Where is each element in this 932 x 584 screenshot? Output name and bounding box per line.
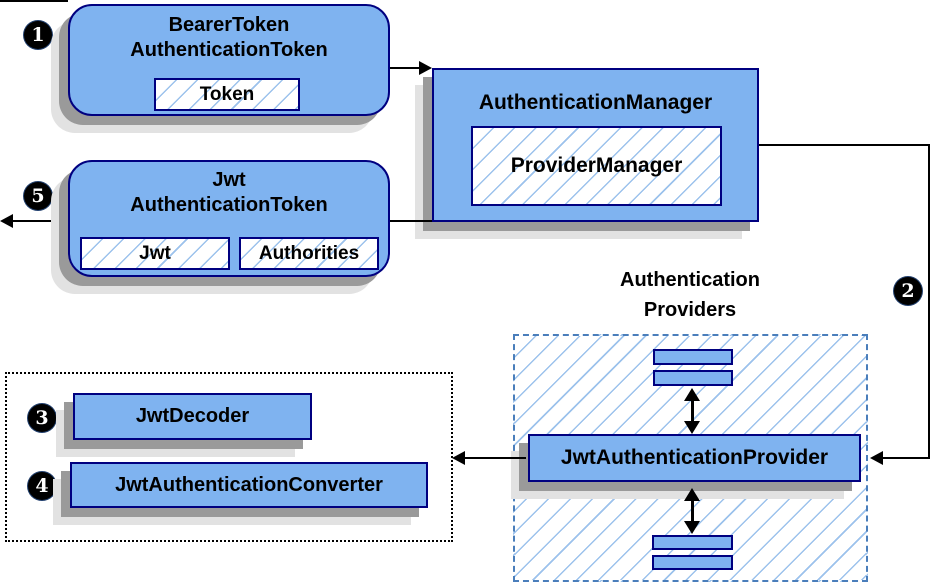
arrowhead-left-icon xyxy=(0,214,13,228)
arrowhead-up-icon xyxy=(684,388,700,401)
authorities-chip: Authorities xyxy=(239,237,379,270)
jwt-decoder-title: JwtDecoder xyxy=(135,405,250,427)
authentication-providers-label-line1: Authentication xyxy=(620,269,760,291)
bearer-token-title-line2: AuthenticationToken xyxy=(130,39,328,61)
authentication-providers-label-line2: Providers xyxy=(643,299,737,321)
authentication-manager-box: AuthenticationManager ProviderManager xyxy=(432,68,759,222)
bearer-token-title-line1: BearerToken xyxy=(168,14,290,36)
jwt-authentication-converter-title: JwtAuthenticationConverter xyxy=(115,473,383,496)
arrowhead-down-icon xyxy=(684,421,700,434)
step-3-badge: 3 xyxy=(28,404,56,432)
authentication-providers-container: JwtAuthenticationProvider xyxy=(513,334,868,582)
double-arrow-shaft xyxy=(690,501,694,521)
provider-to-decoder-line xyxy=(465,457,526,459)
jwt-chip-label: Jwt xyxy=(139,242,171,264)
provider-stub-bar xyxy=(653,370,733,386)
arrowhead-left-icon xyxy=(870,451,883,465)
jwt-authentication-token-box: Jwt AuthenticationToken Jwt Authorities xyxy=(68,160,390,277)
arrowhead-left-icon xyxy=(452,451,465,465)
bearer-token-title: BearerToken AuthenticationToken xyxy=(70,13,388,63)
manager-to-provider-line-bottom xyxy=(883,457,930,459)
jwt-token-title: Jwt AuthenticationToken xyxy=(70,168,388,218)
manager-to-provider-line-top xyxy=(759,144,930,146)
step-5-badge: 5 xyxy=(24,182,52,210)
jwt-authentication-provider-box: JwtAuthenticationProvider xyxy=(528,434,861,482)
arrowhead-right-icon xyxy=(419,61,432,75)
jwt-authentication-provider-title: JwtAuthenticationProvider xyxy=(560,446,829,469)
response-out-line xyxy=(11,220,68,222)
provider-stub-bar xyxy=(652,535,733,550)
jwt-decoder-box: JwtDecoder xyxy=(73,393,312,440)
double-arrow-shaft xyxy=(690,401,694,421)
double-arrow-vertical-icon xyxy=(683,388,701,434)
bearer-token-authentication-token-box: BearerToken AuthenticationToken Token xyxy=(68,4,390,116)
authorities-chip-label: Authorities xyxy=(258,242,360,264)
provider-manager-chip: ProviderManager xyxy=(471,126,722,206)
decoder-converter-dotted-box xyxy=(5,372,453,542)
step-2-badge: 2 xyxy=(894,277,922,305)
provider-manager-chip-label: ProviderManager xyxy=(510,154,683,177)
request-in-line xyxy=(0,0,68,2)
authentication-manager-title: AuthenticationManager xyxy=(478,91,713,114)
step-1-badge: 1 xyxy=(24,21,52,49)
authentication-providers-label: Authentication Providers xyxy=(565,265,815,325)
jwt-token-title-line1: Jwt xyxy=(212,169,246,191)
arrowhead-up-icon xyxy=(684,488,700,501)
arrowhead-down-icon xyxy=(684,521,700,534)
manager-to-provider-line-right xyxy=(928,144,930,459)
jwt-token-title-line2: AuthenticationToken xyxy=(130,194,328,216)
step-2-number: 2 xyxy=(901,280,915,302)
step-4-number: 4 xyxy=(35,475,49,497)
bearer-to-manager-line xyxy=(390,67,422,69)
token-chip: Token xyxy=(154,78,300,111)
step-5-number: 5 xyxy=(31,185,45,207)
step-4-badge: 4 xyxy=(28,472,56,500)
jwt-authentication-converter-box: JwtAuthenticationConverter xyxy=(70,462,428,508)
token-chip-label: Token xyxy=(199,83,255,105)
jwt-chip: Jwt xyxy=(80,237,230,270)
step-3-number: 3 xyxy=(35,407,49,429)
provider-stub-bar xyxy=(652,555,733,570)
manager-to-jwt-token-line xyxy=(390,220,432,222)
step-1-number: 1 xyxy=(31,24,45,46)
provider-stub-bar xyxy=(653,349,733,365)
double-arrow-vertical-icon xyxy=(683,488,701,534)
